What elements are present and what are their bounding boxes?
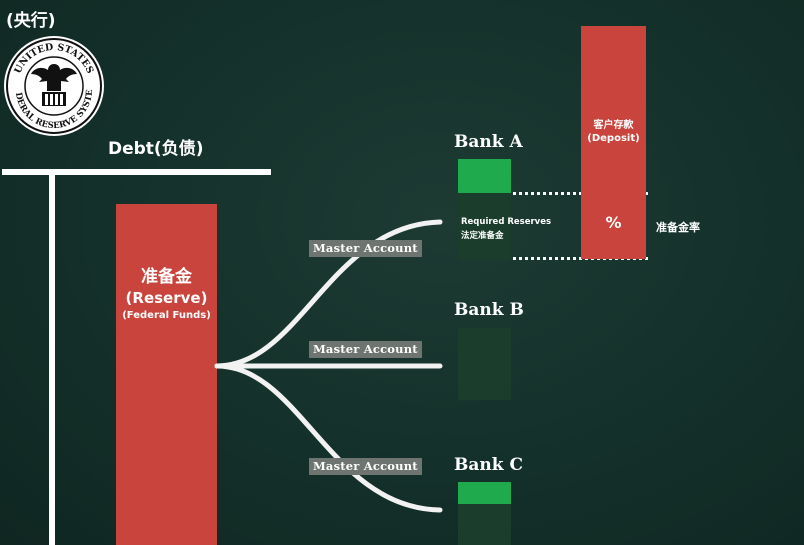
connector-to-bank-a (214, 219, 443, 369)
federal-reserve-seal-logo: UNITED STATES FEDERAL RESERVE SYSTEM (2, 34, 104, 136)
reserve-label-federal-funds: (Federal Funds) (122, 310, 211, 321)
deposit-label: 客户存款 (Deposit) (581, 119, 646, 145)
bank-b-label: Bank B (454, 300, 524, 320)
percent-symbol: % (605, 213, 622, 232)
deposit-label-en: (Deposit) (587, 133, 640, 144)
bank-a-excess-reserve-block (458, 159, 511, 193)
debt-label: Debt(负债) (108, 139, 204, 159)
deposit-label-zh: 客户存款 (593, 120, 634, 131)
central-bank-title: (央行) (6, 11, 56, 31)
master-account-label-a: Master Account (309, 240, 422, 257)
t-account-vertical-line (49, 169, 55, 545)
master-account-label-b: Master Account (309, 341, 422, 358)
required-reserves-zh: 法定准备金 (461, 231, 504, 241)
bank-b-reserve-block (458, 328, 511, 400)
reserve-label-zh: 准备金 (141, 267, 192, 287)
bank-c-excess-reserve-block (458, 482, 511, 504)
bank-c-label: Bank C (454, 455, 523, 475)
deposit-bar (581, 26, 646, 259)
connector-to-bank-c (214, 363, 443, 513)
reserve-bar (116, 204, 217, 545)
reserve-label-en: (Reserve) (125, 289, 208, 307)
required-reserves-en: Required Reserves (461, 217, 552, 227)
master-account-label-c: Master Account (309, 458, 422, 475)
reserve-ratio-label: 准备金率 (656, 221, 700, 234)
bank-a-required-reserve-block (458, 193, 511, 260)
bank-a-label: Bank A (454, 132, 523, 152)
reserve-label: 准备金 (Reserve) (Federal Funds) (116, 266, 217, 324)
bottom-dotted-guide (513, 257, 648, 260)
bank-c-required-reserve-block (458, 504, 511, 545)
required-reserves-label: Required Reserves 法定准备金 (461, 215, 551, 243)
top-dotted-guide (513, 192, 648, 195)
t-account-horizontal-line (2, 169, 271, 175)
